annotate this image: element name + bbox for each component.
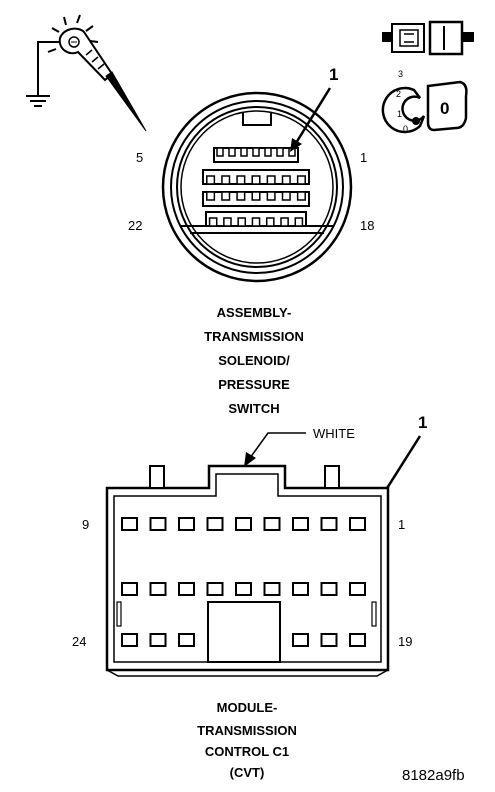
terminal-cavities: [121, 517, 366, 647]
caption-bottom-line-4: (CVT): [230, 765, 265, 780]
terminal-tooth: [221, 191, 231, 201]
terminal-tooth: [251, 191, 261, 201]
terminal-tooth: [236, 175, 246, 185]
pin-label-5: 5: [136, 150, 143, 165]
caption-top-line-2: TRANSMISSION: [204, 329, 304, 344]
caption-top-line-3: SOLENOID/: [218, 353, 290, 368]
terminal-tooth: [264, 147, 272, 157]
cavity: [178, 517, 195, 531]
ignition-key-label: 0: [440, 99, 449, 118]
cavity: [121, 582, 138, 596]
key-position-0: 0: [403, 124, 408, 134]
terminal-tooth: [223, 217, 232, 227]
caption-bottom-line-3: CONTROL C1: [205, 744, 289, 759]
cavity: [292, 517, 309, 531]
cavity: [121, 633, 138, 647]
transmission-solenoid-connector: 1 5 1 22 18: [128, 65, 374, 283]
terminal-tooth: [252, 147, 260, 157]
pin-label-1-bottom: 1: [398, 517, 405, 532]
cavity: [149, 517, 167, 531]
caption-bottom-line-2: TRANSMISSION: [197, 723, 297, 738]
caption-top: ASSEMBLY- TRANSMISSION SOLENOID/ PRESSUR…: [204, 305, 304, 416]
terminal-tooth: [266, 191, 276, 201]
terminal-tooth: [251, 217, 261, 227]
cavity: [320, 582, 338, 596]
terminal-tooth: [280, 217, 289, 227]
pin-label-1-top: 1: [360, 150, 367, 165]
terminal-tooth: [221, 175, 231, 185]
cavity: [263, 582, 281, 596]
cavity: [292, 633, 309, 647]
caption-top-line-4: PRESSURE: [218, 377, 290, 392]
cavity: [149, 582, 167, 596]
cavity: [292, 582, 309, 596]
cavity: [121, 517, 138, 531]
cavity: [178, 633, 195, 647]
cavity: [206, 517, 224, 531]
ignition-key-icon: 0 3 2 1 0: [381, 69, 468, 134]
terminal-tooth: [266, 175, 276, 185]
caption-top-line-5: SWITCH: [228, 401, 279, 416]
terminal-tooth: [208, 217, 218, 227]
key-position-1: 1: [397, 109, 402, 119]
cavity: [206, 582, 224, 596]
terminal-tooth: [251, 175, 261, 185]
pin-label-24: 24: [72, 634, 86, 649]
figure-code: 8182a9fb: [402, 767, 465, 784]
terminal-tooth: [281, 175, 291, 185]
cavity: [349, 582, 366, 596]
terminal-tooth: [216, 147, 224, 157]
terminal-tooth: [237, 217, 247, 227]
terminal-rows: [202, 147, 310, 227]
pin-label-9: 9: [82, 517, 89, 532]
cavity: [349, 517, 366, 531]
terminal-tooth: [281, 191, 291, 201]
cavity: [320, 633, 338, 647]
terminal-tooth: [228, 147, 236, 157]
ground-symbol-icon: [26, 95, 50, 107]
cavity: [149, 633, 167, 647]
cavity: [263, 517, 281, 531]
test-light-probe-icon: [26, 14, 147, 132]
terminal-tooth: [296, 175, 306, 185]
pin-label-22: 22: [128, 218, 142, 233]
terminal-tooth: [294, 217, 304, 227]
caption-bottom-line-1: MODULE-: [217, 700, 278, 715]
terminal-tooth: [240, 147, 248, 157]
pin-label-18: 18: [360, 218, 374, 233]
pin-label-19: 19: [398, 634, 412, 649]
key-position-3: 3: [398, 69, 403, 79]
caption-bottom: MODULE- TRANSMISSION CONTROL C1 (CVT): [197, 700, 297, 780]
terminal-tooth: [296, 191, 306, 201]
terminal-tooth: [276, 147, 284, 157]
callout-number-bottom: 1: [418, 413, 427, 432]
cavity: [349, 633, 366, 647]
key-position-2: 2: [396, 89, 401, 99]
cavity: [320, 517, 338, 531]
connector-disconnect-icon: [382, 20, 474, 56]
cavity: [235, 582, 252, 596]
transmission-control-module-connector: WHITE 1 9 1 24 19: [72, 413, 427, 677]
terminal-tooth: [206, 191, 216, 201]
terminal-tooth: [206, 175, 216, 185]
cavity: [178, 582, 195, 596]
caption-top-line-1: ASSEMBLY-: [217, 305, 292, 320]
terminal-tooth: [236, 191, 246, 201]
white-color-label: WHITE: [313, 426, 355, 441]
callout-number-top: 1: [329, 65, 338, 84]
terminal-tooth: [265, 217, 275, 227]
cavity: [235, 517, 252, 531]
